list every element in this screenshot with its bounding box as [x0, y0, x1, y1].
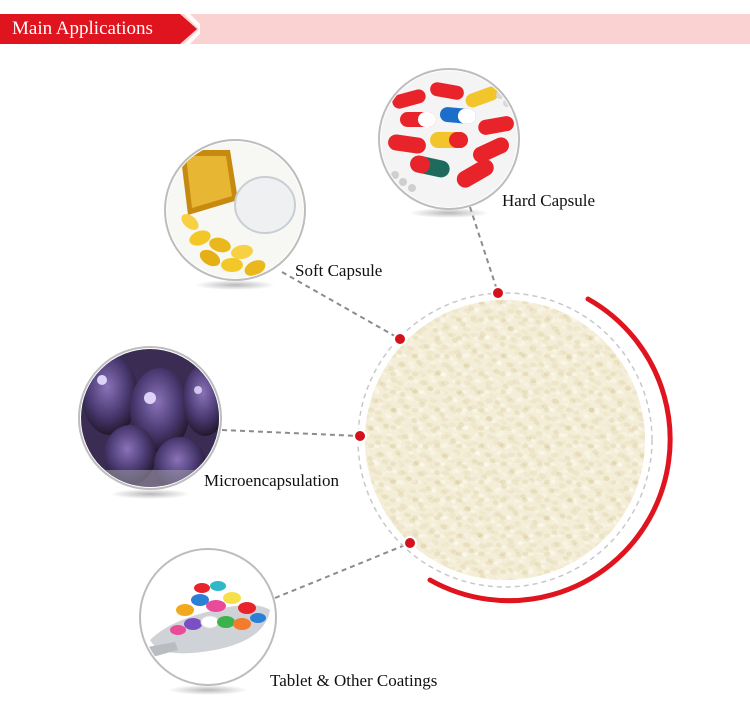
header-tab-shape: [0, 14, 200, 44]
center-granules-image: [357, 292, 653, 588]
label-hard-capsule: Hard Capsule: [502, 191, 596, 210]
accent-arc: [427, 296, 673, 604]
microencapsulation-photo: [78, 346, 222, 499]
page-title: Main Applications: [12, 18, 153, 39]
junction-dots: [353, 286, 505, 550]
label-soft-capsule: Soft Capsule: [295, 261, 383, 280]
label-tablet-coatings: Tablet & Other Coatings: [270, 671, 438, 690]
tablet-coatings-photo: [139, 548, 277, 695]
header-tab: Main Applications: [0, 14, 200, 44]
soft-capsule-photo: [164, 139, 306, 290]
hard-capsule-photo: [378, 68, 520, 218]
connector-lines: [221, 206, 499, 599]
label-microencapsulation: Microencapsulation: [204, 471, 340, 490]
